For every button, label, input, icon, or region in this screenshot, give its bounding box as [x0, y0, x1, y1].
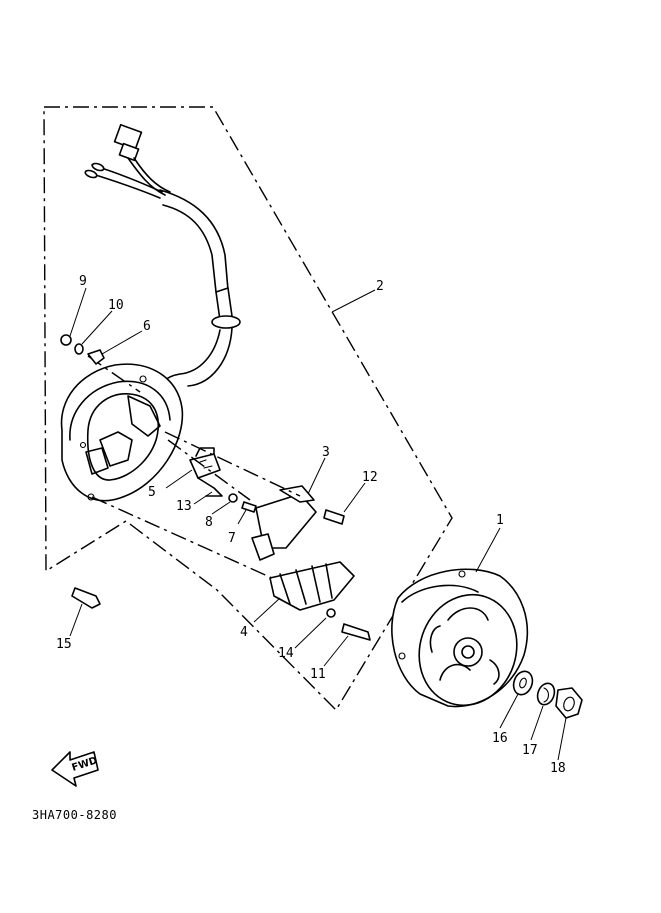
stator-plate	[60, 363, 184, 502]
charging-coil	[251, 485, 317, 561]
callout-12: 12	[362, 470, 378, 485]
wire-harness	[84, 123, 241, 393]
pickup-coil	[189, 447, 223, 497]
callout-2: 2	[376, 279, 384, 294]
rotor-hardware	[512, 670, 583, 719]
callout-4: 4	[240, 625, 248, 640]
callout-6: 6	[143, 319, 151, 334]
callout-7: 7	[228, 531, 236, 546]
callout-8: 8	[205, 515, 213, 530]
callout-leaders	[69, 287, 567, 761]
callout-1: 1	[496, 513, 504, 528]
callout-14: 14	[278, 646, 294, 661]
callout-5: 5	[148, 485, 156, 500]
callout-9: 9	[79, 274, 87, 289]
callout-18: 18	[550, 761, 566, 776]
stator-assembly-boundary	[43, 106, 453, 712]
source-coil	[269, 561, 355, 611]
callout-3: 3	[322, 445, 330, 460]
callout-11: 11	[310, 667, 326, 682]
callout-16: 16	[492, 731, 508, 746]
callout-10: 10	[108, 298, 124, 313]
callout-17: 17	[522, 743, 538, 758]
fwd-arrow-icon: FWD	[51, 751, 99, 787]
part-code: 3HA700-8280	[32, 808, 117, 822]
flywheel-rotor	[391, 568, 529, 708]
callout-labels: 1 2 3 4 5 6 7 8 9 10 11 12 13 14 15 16 1…	[56, 274, 566, 776]
callout-15: 15	[56, 637, 72, 652]
fasteners	[60, 334, 371, 641]
callout-13: 13	[176, 499, 192, 514]
